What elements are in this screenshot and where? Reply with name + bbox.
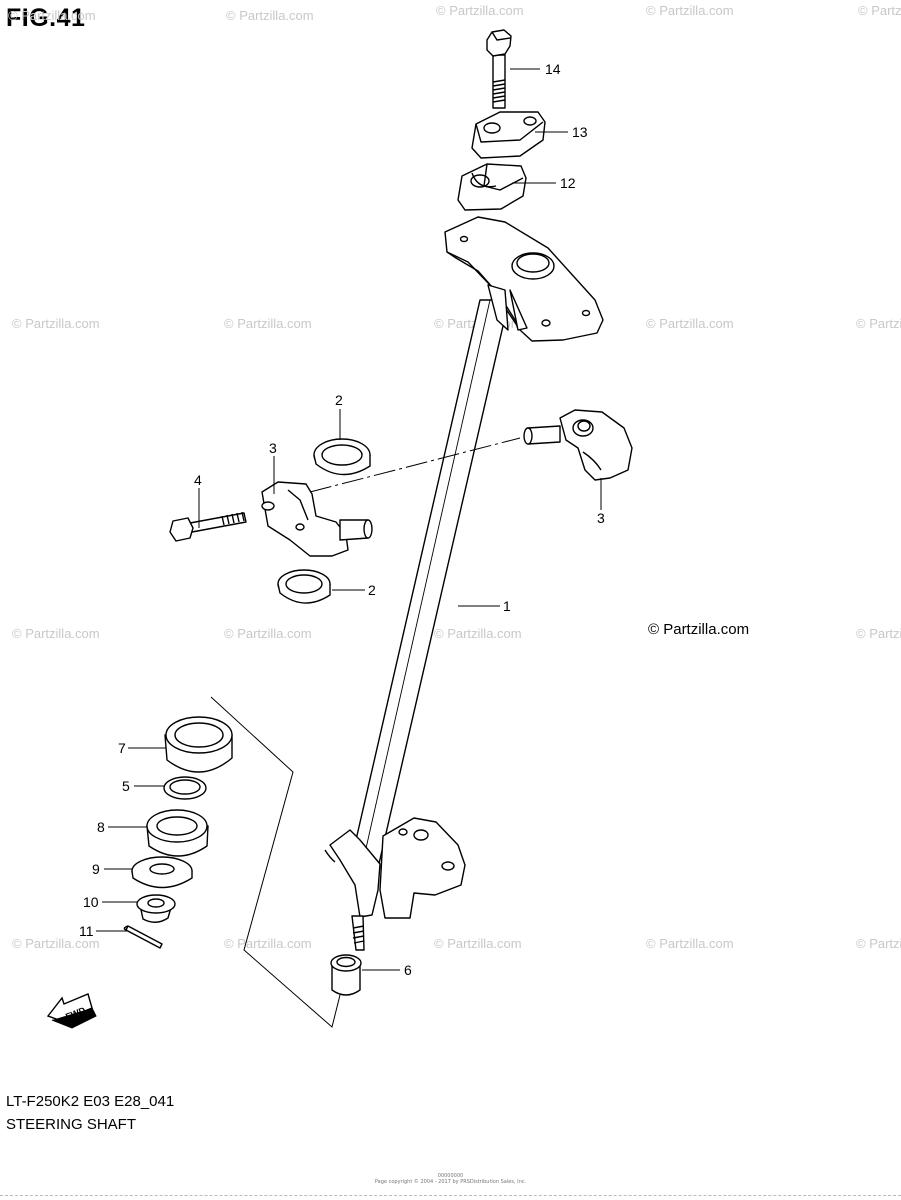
part-10-nut bbox=[136, 894, 176, 923]
figure-name: STEERING SHAFT bbox=[6, 1116, 137, 1133]
copyright-notice: © Partzilla.com bbox=[648, 621, 750, 638]
part-6-bushing bbox=[330, 954, 362, 996]
callout-12: 12 bbox=[560, 175, 576, 191]
figure-title: FIG.41 bbox=[6, 4, 86, 32]
callout-5: 5 bbox=[122, 778, 130, 794]
fwd-arrow-icon: FWD bbox=[46, 993, 97, 1029]
part-2-dust-seal-upper bbox=[313, 438, 371, 476]
part-11-cotter-pin bbox=[123, 925, 163, 949]
part-5-o-ring bbox=[163, 776, 207, 800]
part-13-upper-clamp bbox=[471, 111, 546, 159]
watermark: © Partzilla.com bbox=[12, 936, 100, 951]
callout-3-right: 3 bbox=[597, 510, 605, 526]
callout-4: 4 bbox=[194, 472, 202, 488]
watermark: © Partzilla.com bbox=[646, 936, 734, 951]
watermark: © Partzilla.com bbox=[12, 626, 100, 641]
callout-6: 6 bbox=[404, 962, 412, 978]
part-3-tie-rod-end-right bbox=[523, 409, 633, 481]
watermark: © Partzilla.com bbox=[856, 316, 901, 331]
callout-9: 9 bbox=[92, 861, 100, 877]
figure-code: LT-F250K2 E03 E28_041 bbox=[6, 1093, 175, 1110]
part-9-washer bbox=[131, 856, 193, 889]
watermark: © Partzilla.com bbox=[224, 316, 312, 331]
part-4-bolt bbox=[169, 511, 247, 542]
bottom-rule bbox=[0, 1195, 901, 1196]
watermark: © Partzilla.com bbox=[8, 8, 96, 23]
part-12-lower-clamp bbox=[457, 163, 527, 211]
watermark: © Partzilla.com bbox=[646, 316, 734, 331]
watermark: © Partzilla.com bbox=[856, 626, 901, 641]
part-3-tie-rod-end-left bbox=[261, 481, 373, 557]
assembly-bracket-line bbox=[210, 696, 341, 1028]
watermarks: © Partzilla.com © Partzilla.com © Partzi… bbox=[8, 3, 901, 951]
leader-lines bbox=[96, 68, 602, 971]
callout-8: 8 bbox=[97, 819, 105, 835]
watermark: © Partzilla.com bbox=[856, 936, 901, 951]
part-14-bolt bbox=[486, 29, 512, 109]
callout-14: 14 bbox=[545, 61, 561, 77]
fine-print: 00000000 Page copyright © 2004 - 2017 by… bbox=[0, 1173, 901, 1185]
part-8-bushing bbox=[146, 809, 209, 857]
part-7-oil-seal bbox=[164, 716, 233, 773]
watermark: © Partzilla.com bbox=[436, 3, 524, 18]
callout-13: 13 bbox=[572, 124, 588, 140]
fine-print-line-1: 00000000 bbox=[437, 1173, 464, 1179]
callout-7: 7 bbox=[118, 740, 126, 756]
watermark: © Partzilla.com bbox=[434, 936, 522, 951]
callout-2-upper: 2 bbox=[335, 392, 343, 408]
callout-11: 11 bbox=[79, 923, 94, 939]
part-1-steering-shaft bbox=[324, 216, 604, 951]
callout-1: 1 bbox=[503, 598, 511, 614]
watermark: © Partzilla.com bbox=[12, 316, 100, 331]
callout-3-left: 3 bbox=[269, 440, 277, 456]
callout-10: 10 bbox=[83, 894, 99, 910]
tie-rod-centerline bbox=[309, 437, 521, 493]
callout-2-lower: 2 bbox=[368, 582, 376, 598]
part-2-dust-seal-lower bbox=[277, 569, 331, 604]
callouts: 14 13 12 1 2 3 2 4 3 7 5 8 9 10 11 6 bbox=[79, 61, 605, 978]
watermark: © Partzilla.com bbox=[224, 936, 312, 951]
watermark: © Partzilla.com bbox=[858, 3, 901, 18]
fine-print-line-2: Page copyright © 2004 - 2017 by PRSDistr… bbox=[374, 1179, 527, 1185]
watermark: © Partzilla.com bbox=[224, 626, 312, 641]
watermark: © Partzilla.com bbox=[434, 626, 522, 641]
watermark: © Partzilla.com bbox=[226, 8, 314, 23]
watermark: © Partzilla.com bbox=[646, 3, 734, 18]
